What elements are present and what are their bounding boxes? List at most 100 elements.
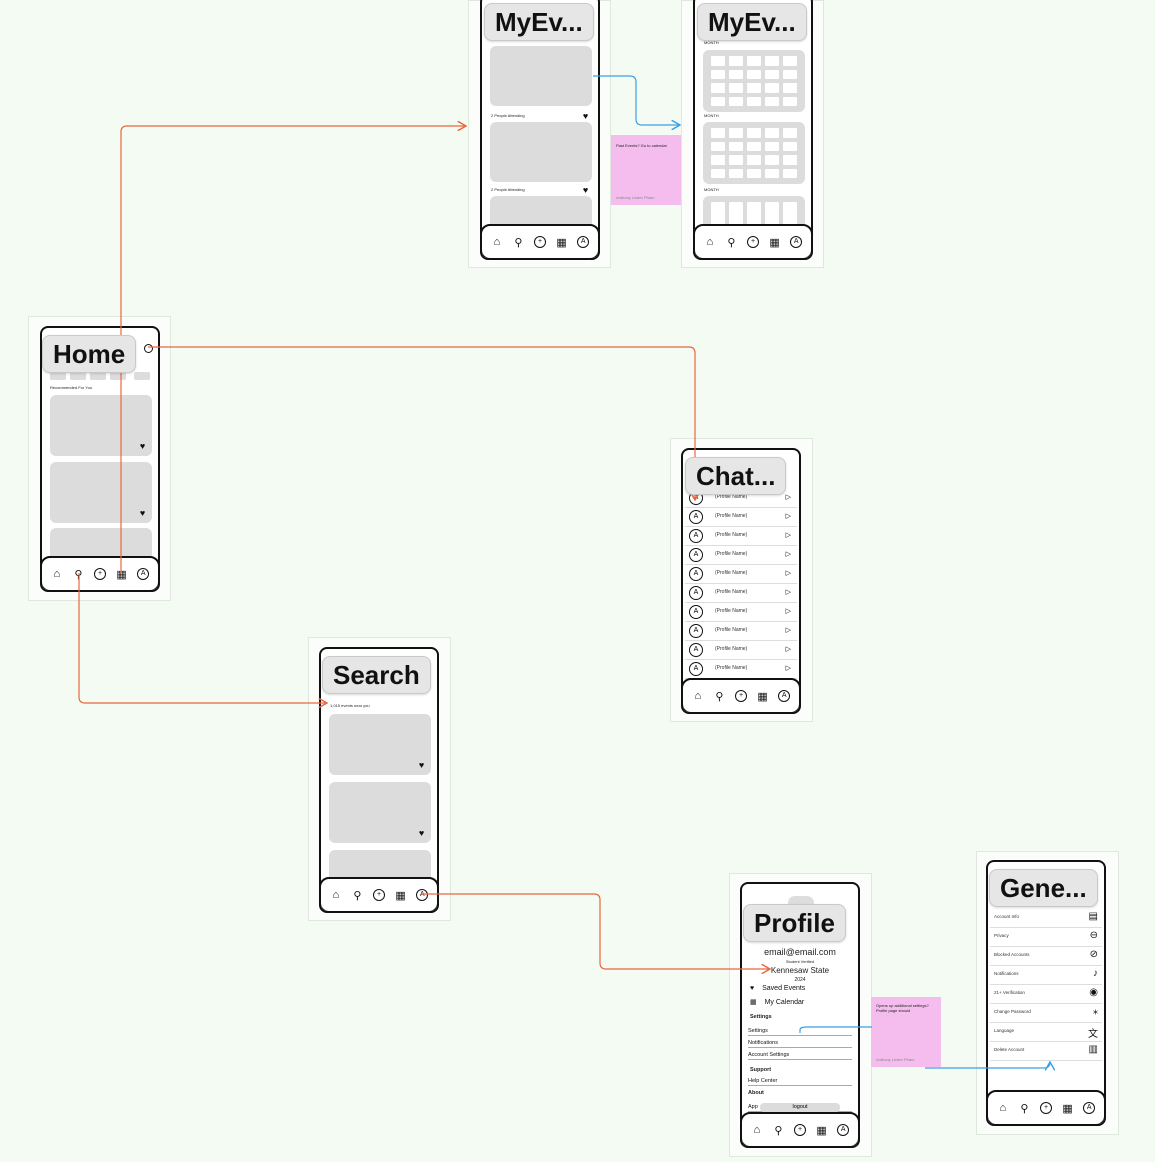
home-icon[interactable]: ⌂ — [493, 236, 501, 248]
profile-icon[interactable]: A — [1083, 1102, 1096, 1114]
search-icon[interactable]: ⚲ — [514, 236, 523, 249]
general-row-verification[interactable]: 21+ Verification◉ — [990, 984, 1102, 1004]
home-chip[interactable] — [90, 372, 106, 380]
home-icon[interactable]: ⌂ — [53, 568, 61, 580]
saved-events-item[interactable]: ♥ Saved Events — [750, 985, 806, 992]
general-navbar: ⌂ ⚲ + ▦ A — [988, 1090, 1104, 1124]
general-row-blocked[interactable]: Blocked Accounts⊘ — [990, 946, 1102, 966]
home-chat-icon[interactable] — [144, 344, 153, 353]
general-row-label: Delete Account — [994, 1047, 1025, 1052]
myevents-event-card[interactable] — [490, 46, 592, 106]
chat-profile-name: (Profile Name) — [715, 589, 748, 595]
chat-row[interactable]: A(Profile Name)▷ — [685, 507, 797, 527]
add-icon[interactable]: + — [533, 236, 546, 248]
calendar-icon[interactable]: ▦ — [556, 236, 567, 249]
send-arrow-icon[interactable]: ▷ — [785, 513, 791, 520]
profile-icon[interactable]: A — [137, 568, 150, 580]
send-arrow-icon[interactable]: ▷ — [785, 551, 791, 558]
profile-icon[interactable]: A — [837, 1124, 850, 1136]
heart-icon[interactable]: ♥ — [582, 185, 589, 195]
send-arrow-icon[interactable]: ▷ — [785, 589, 791, 596]
search-icon[interactable]: ⚲ — [727, 236, 736, 249]
myevents2-navbar: ⌂ ⚲ + ▦ A — [695, 224, 811, 258]
home-chip[interactable] — [70, 372, 86, 380]
link-home-to-myevents — [120, 126, 466, 573]
send-arrow-icon[interactable]: ▷ — [785, 494, 791, 501]
add-icon[interactable]: + — [793, 1124, 806, 1136]
calendar-icon[interactable]: ▦ — [769, 236, 780, 249]
chat-row[interactable]: A(Profile Name)▷ — [685, 602, 797, 622]
general-row-account-info[interactable]: Account Info▤ — [990, 908, 1102, 928]
profile-icon[interactable]: A — [778, 690, 791, 702]
add-icon[interactable]: + — [746, 236, 759, 248]
send-arrow-icon[interactable]: ▷ — [785, 665, 791, 672]
calendar-icon[interactable]: ▦ — [395, 889, 406, 902]
myevents-event-card[interactable] — [490, 122, 592, 182]
calendar-month-grid[interactable] — [703, 50, 805, 112]
send-arrow-icon[interactable]: ▷ — [785, 627, 791, 634]
home-icon[interactable]: ⌂ — [999, 1102, 1007, 1114]
settings-item[interactable]: Settings — [748, 1028, 852, 1036]
search-icon[interactable]: ⚲ — [1020, 1102, 1029, 1115]
heart-icon[interactable]: ♥ — [139, 508, 146, 518]
send-arrow-icon[interactable]: ▷ — [785, 570, 791, 577]
profile-icon[interactable]: A — [790, 236, 803, 248]
search-event-card[interactable]: ♥ — [329, 714, 431, 775]
help-center-item[interactable]: Help Center — [748, 1078, 852, 1086]
calendar-month-grid[interactable] — [703, 122, 805, 184]
search-icon[interactable]: ⚲ — [353, 889, 362, 902]
chat-row[interactable]: A(Profile Name)▷ — [685, 640, 797, 660]
send-arrow-icon[interactable]: ▷ — [785, 532, 791, 539]
profile-icon[interactable]: A — [416, 889, 429, 901]
heart-icon[interactable]: ♥ — [418, 828, 425, 838]
add-icon[interactable]: + — [734, 690, 747, 702]
home-event-card[interactable]: ♥ — [50, 462, 152, 523]
my-calendar-item[interactable]: ▦ My Calendar — [750, 999, 805, 1006]
chat-row[interactable]: A(Profile Name)▷ — [685, 583, 797, 603]
home-icon[interactable]: ⌂ — [706, 236, 714, 248]
add-icon[interactable]: + — [372, 889, 385, 901]
chat-profile-name: (Profile Name) — [715, 551, 748, 557]
calendar-icon[interactable]: ▦ — [757, 690, 768, 703]
calendar-icon[interactable]: ▦ — [1062, 1102, 1073, 1115]
home-frame-title: Home — [42, 335, 137, 373]
general-row-notifications[interactable]: Notifications♪ — [990, 965, 1102, 985]
calendar-icon[interactable]: ▦ — [116, 568, 127, 581]
home-icon[interactable]: ⌂ — [753, 1124, 761, 1136]
add-icon[interactable]: + — [1039, 1102, 1052, 1114]
general-row-label: Notifications — [994, 971, 1019, 976]
logout-button[interactable]: logout — [760, 1103, 840, 1112]
search-icon[interactable]: ⚲ — [715, 690, 724, 703]
chat-row[interactable]: A (Profile Name) ▷ — [685, 545, 797, 565]
avatar-icon: A — [689, 662, 703, 676]
home-icon[interactable]: ⌂ — [694, 690, 702, 702]
home-chip[interactable] — [50, 372, 66, 380]
chat-row[interactable]: A(Profile Name)▷ — [685, 526, 797, 546]
home-chip[interactable] — [110, 372, 126, 380]
general-row-password[interactable]: Change Password⁎ — [990, 1003, 1102, 1023]
avatar-icon: A — [689, 548, 703, 562]
home-chip[interactable] — [134, 372, 150, 380]
notifications-item[interactable]: Notifications — [748, 1040, 852, 1048]
chat-row[interactable]: A(Profile Name)▷ — [685, 564, 797, 584]
search-icon[interactable]: ⚲ — [74, 568, 83, 581]
heart-icon[interactable]: ♥ — [418, 760, 425, 770]
chat-row[interactable]: A(Profile Name)▷ — [685, 621, 797, 641]
heart-icon[interactable]: ♥ — [139, 441, 146, 451]
sticky-note-author: Anthony Lester Pham — [616, 195, 655, 200]
account-settings-item[interactable]: Account Settings — [748, 1052, 852, 1060]
search-icon[interactable]: ⚲ — [774, 1124, 783, 1137]
send-arrow-icon[interactable]: ▷ — [785, 646, 791, 653]
general-row-privacy[interactable]: Privacy⊖ — [990, 927, 1102, 947]
search-event-card[interactable]: ♥ — [329, 782, 431, 843]
chat-row[interactable]: A(Profile Name)▷ — [685, 659, 797, 679]
home-icon[interactable]: ⌂ — [332, 889, 340, 901]
add-icon[interactable]: + — [93, 568, 106, 580]
heart-icon[interactable]: ♥ — [582, 111, 589, 121]
send-arrow-icon[interactable]: ▷ — [785, 608, 791, 615]
profile-icon[interactable]: A — [577, 236, 590, 248]
calendar-icon[interactable]: ▦ — [816, 1124, 827, 1137]
home-event-card[interactable]: ♥ — [50, 395, 152, 456]
general-row-delete[interactable]: Delete Account▥ — [990, 1041, 1102, 1061]
